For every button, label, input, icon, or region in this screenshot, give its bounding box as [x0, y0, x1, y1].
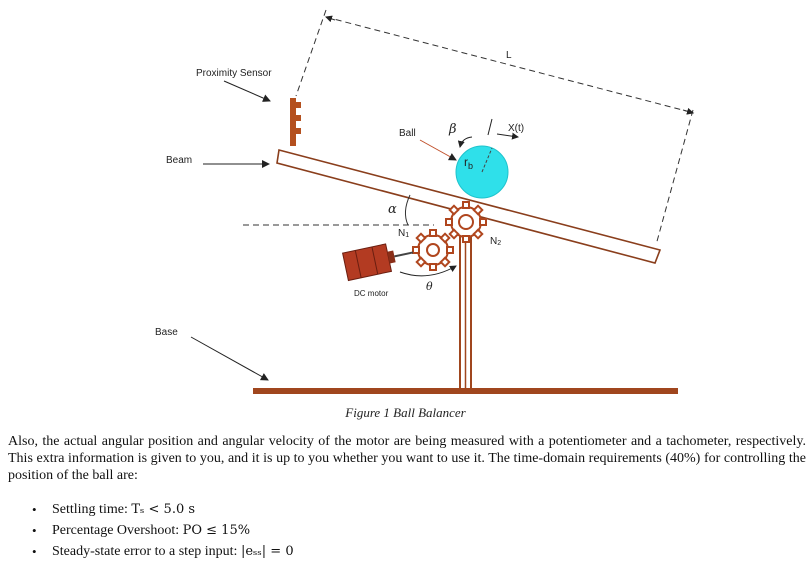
rb-label: rb	[464, 155, 473, 171]
theta-label: θ	[426, 280, 433, 293]
length-dimension	[295, 9, 695, 246]
gear-n1	[412, 229, 454, 271]
requirements-list: Settling time: Tₛ < 5.0 s Percentage Ove…	[0, 500, 294, 563]
alpha-arc	[404, 194, 411, 226]
n2-label: N2	[490, 236, 501, 247]
gear-n2	[445, 201, 487, 243]
body-paragraph: Also, the actual angular position and an…	[8, 434, 806, 483]
requirement-steady-state-error: Steady-state error to a step input: |eₛₛ…	[0, 542, 294, 563]
ball-balancer-figure: L α rb Ball β X(t)	[155, 9, 695, 394]
ground-base	[253, 388, 678, 394]
xt-label: X(t)	[508, 123, 524, 134]
proximity-sensor-arrow	[223, 80, 271, 102]
theta-arc	[399, 265, 457, 277]
support-pillar	[459, 221, 472, 390]
base-label: Base	[155, 327, 178, 338]
xt-arrow	[496, 132, 519, 140]
requirement-overshoot: Percentage Overshoot: PO ≤ 15%	[0, 521, 294, 542]
xt-tick	[487, 118, 493, 136]
figure-caption: Figure 1 Ball Balancer	[345, 405, 466, 420]
n1-label: N1	[398, 228, 409, 239]
beta-arc	[457, 136, 473, 148]
base-arrow	[190, 336, 269, 381]
ball-label: Ball	[399, 128, 416, 139]
ball-radius-line	[481, 147, 493, 173]
proximity-sensor-label: Proximity Sensor	[196, 68, 272, 79]
dc-motor	[341, 243, 414, 282]
length-label: L	[506, 50, 512, 61]
requirement-settling-time: Settling time: Tₛ < 5.0 s	[0, 500, 294, 521]
dc-motor-label: DC motor	[354, 289, 389, 298]
ball-pointer-arrow	[419, 139, 457, 161]
alpha-label: α	[388, 202, 397, 217]
proximity-sensor	[290, 98, 301, 146]
beta-label: β	[448, 122, 457, 137]
beam-label: Beam	[166, 155, 192, 166]
